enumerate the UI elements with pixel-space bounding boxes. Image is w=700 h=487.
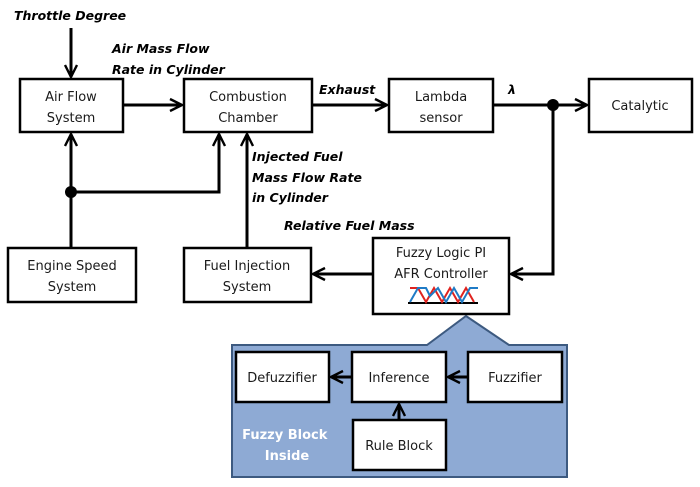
- fuzzifier-block: Fuzzifier: [466, 350, 564, 404]
- connections: [65, 28, 587, 420]
- label-exhaust: Exhaust: [319, 82, 376, 97]
- membership-red: [410, 285, 475, 305]
- catalytic-block: Catalytic: [587, 77, 694, 134]
- svg-text:Fuzzifier: Fuzzifier: [488, 371, 542, 386]
- svg-text:Inference: Inference: [368, 371, 429, 386]
- arrow-enginespeed-to-combustion: [71, 134, 219, 194]
- label-lambda: λ: [507, 82, 516, 97]
- membership-blue: [409, 285, 478, 305]
- svg-text:Defuzzifier: Defuzzifier: [247, 371, 317, 386]
- inset-title: Fuzzy Block Inside: [242, 428, 332, 464]
- label-throttle-degree: Throttle Degree: [14, 8, 126, 23]
- membership-functions-icon: [408, 285, 478, 305]
- svg-text:Rule Block: Rule Block: [365, 439, 433, 454]
- svg-text:Catalytic: Catalytic: [611, 99, 668, 114]
- rule-block: Rule Block: [351, 418, 448, 472]
- label-relative-fuel-mass: Relative Fuel Mass: [284, 218, 415, 233]
- inference-block: Inference: [350, 350, 448, 404]
- defuzzifier-block: Defuzzifier: [234, 350, 331, 404]
- arrow-lambda-feedback-to-controller: [511, 105, 555, 274]
- label-air-mass-flow: Air Mass Flow Rate in Cylinder: [111, 41, 226, 77]
- label-injected-fuel: Injected Fuel Mass Flow Rate in Cylinder: [252, 149, 366, 205]
